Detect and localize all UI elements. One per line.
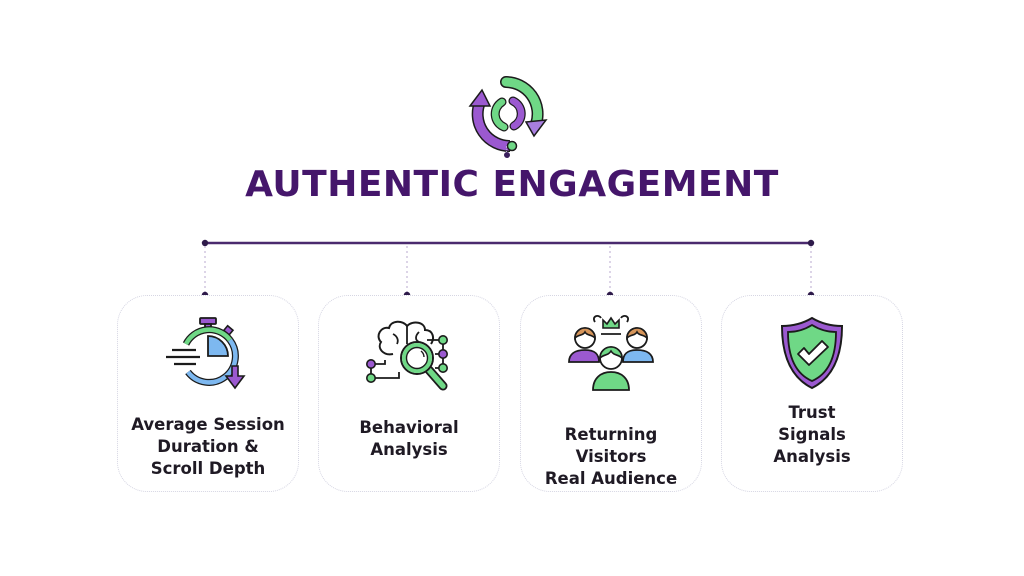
audience-group-icon [568,315,654,391]
stopwatch-scroll-icon [166,317,246,390]
card-session-duration: Average Session Duration & Scroll Depth [117,295,299,492]
refresh-cycle-icon [468,76,548,153]
hero-stem [506,146,508,152]
card-label: Behavioral Analysis [359,418,459,459]
card-label: Average Session Duration & Scroll Depth [131,415,285,478]
connector-end-dot-left [201,239,209,247]
card-trust-signals: Trust Signals Analysis [721,295,903,492]
card-label: Trust Signals Analysis [773,403,851,466]
hero-dot [504,152,510,158]
card-label: Returning Visitors Real Audience [544,425,678,488]
shield-check-icon [780,316,844,390]
connector-end-dot-right [807,239,815,247]
card-behavioral-analysis: Behavioral Analysis [318,295,500,492]
card-returning-visitors: Returning Visitors Real Audience [520,295,702,492]
brain-magnifier-icon [366,320,449,391]
page-title: AUTHENTIC ENGAGEMENT [245,164,779,205]
